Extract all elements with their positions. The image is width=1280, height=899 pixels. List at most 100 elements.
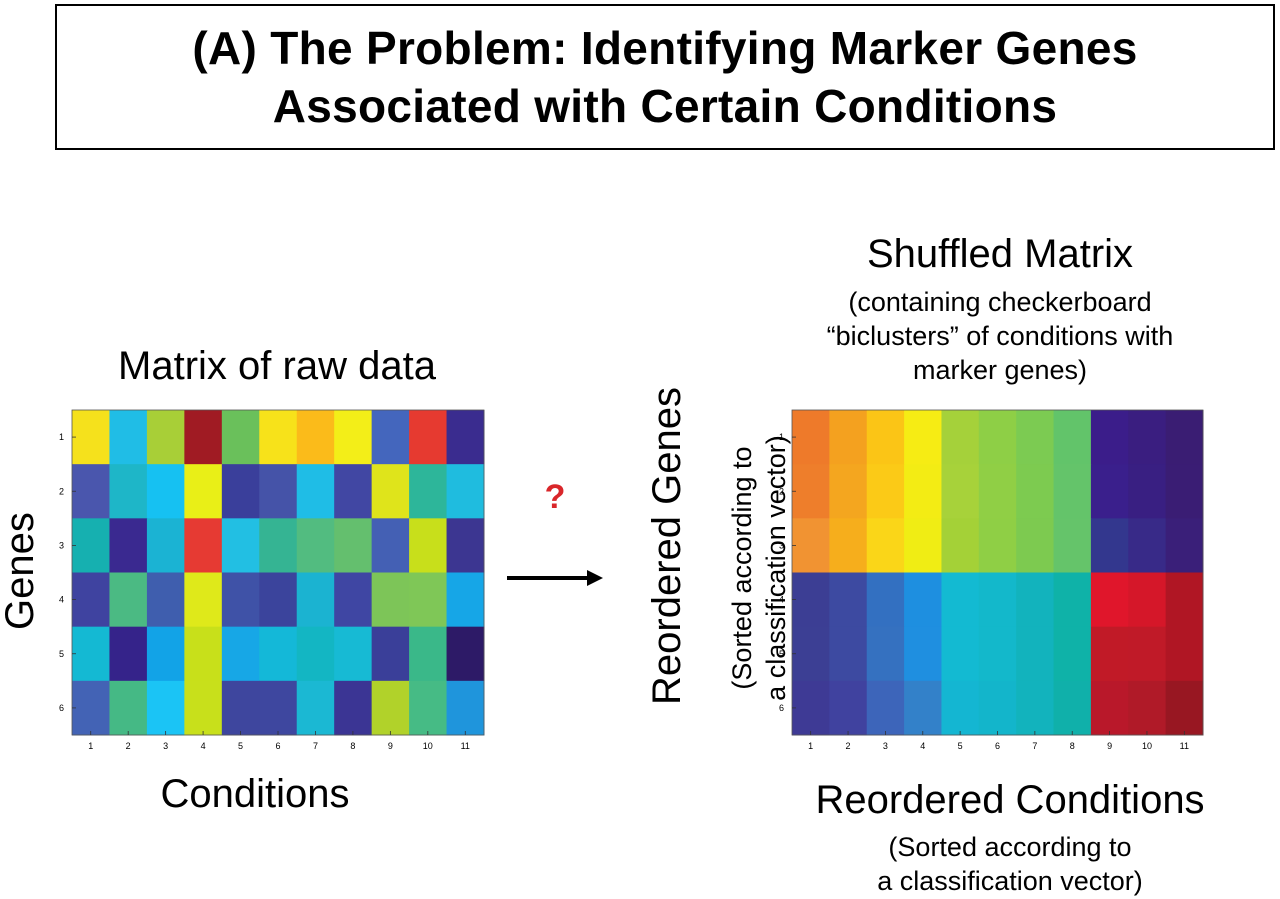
raw-cell-r5-c9 xyxy=(371,626,410,682)
shuffled-cell-r4-c6 xyxy=(978,572,1017,628)
raw-cell-r1-c9 xyxy=(371,410,410,465)
raw-cell-r2-c10 xyxy=(409,464,448,519)
raw-y-tick-label-5: 5 xyxy=(59,649,64,659)
shuffled-x-tick-label-11: 11 xyxy=(1180,741,1189,751)
raw-cell-r5-c11 xyxy=(446,626,485,682)
raw-cell-r5-c7 xyxy=(296,626,335,682)
shuffled-cell-r1-c2 xyxy=(829,410,868,465)
shuffled-matrix-title: Shuffled Matrix xyxy=(866,232,1134,276)
raw-cell-r2-c6 xyxy=(259,464,298,519)
shuffled-cell-r6-c9 xyxy=(1090,680,1129,736)
raw-cell-r2-c9 xyxy=(371,464,410,519)
shuffled-x-tick-label-7: 7 xyxy=(1032,741,1037,751)
raw-cell-r6-c3 xyxy=(146,680,185,736)
shuffled-cell-r1-c8 xyxy=(1053,410,1092,465)
raw-x-tick-label-8: 8 xyxy=(350,741,355,751)
raw-cell-r6-c2 xyxy=(109,680,148,736)
shuffled-cell-r2-c2 xyxy=(829,464,868,519)
raw-cell-r2-c8 xyxy=(334,464,373,519)
raw-cell-r4-c7 xyxy=(296,572,335,628)
raw-cell-r2-c5 xyxy=(221,464,260,519)
shuffled-x-tick-label-6: 6 xyxy=(995,741,1000,751)
shuffled-cell-r6-c6 xyxy=(978,680,1017,736)
shuffled-cell-r3-c2 xyxy=(829,518,868,573)
raw-cell-r2-c7 xyxy=(296,464,335,519)
raw-cell-r4-c11 xyxy=(446,572,485,628)
shuffled-cell-r4-c9 xyxy=(1090,572,1129,628)
shuffled-cell-r6-c4 xyxy=(904,680,942,736)
raw-cell-r4-c9 xyxy=(371,572,410,628)
raw-cell-r4-c1 xyxy=(72,572,110,628)
raw-cell-r5-c1 xyxy=(72,626,110,682)
shuffled-cell-r6-c3 xyxy=(866,680,905,736)
raw-y-tick-label-2: 2 xyxy=(59,486,64,496)
raw-y-tick-label-3: 3 xyxy=(59,540,64,550)
raw-cell-r6-c7 xyxy=(296,680,335,736)
raw-cell-r1-c10 xyxy=(409,410,448,465)
shuffled-cell-r3-c11 xyxy=(1165,518,1204,573)
raw-cell-r4-c10 xyxy=(409,572,448,628)
shuffled-cell-r4-c10 xyxy=(1128,572,1167,628)
raw-cell-r3-c11 xyxy=(446,518,485,573)
shuffled-x-tick-label-1: 1 xyxy=(808,741,813,751)
shuffled-subtitle-line-3: marker genes) xyxy=(912,355,1088,385)
shuffled-cell-r4-c11 xyxy=(1165,572,1204,628)
raw-cell-r5-c5 xyxy=(221,626,260,682)
shuffled-cell-r5-c7 xyxy=(1016,626,1055,682)
raw-cell-r2-c1 xyxy=(72,464,110,519)
shuffled-cell-r4-c2 xyxy=(829,572,868,628)
reordered-conditions-sub-line-1: (Sorted according to xyxy=(888,832,1132,862)
raw-cell-r6-c1 xyxy=(72,680,110,736)
shuffled-cell-r4-c1 xyxy=(792,572,830,628)
raw-cell-r3-c9 xyxy=(371,518,410,573)
raw-y-tick-label-6: 6 xyxy=(59,703,64,713)
shuffled-cell-r2-c10 xyxy=(1128,464,1167,519)
shuffled-cell-r1-c4 xyxy=(904,410,942,465)
shuffled-cell-r2-c6 xyxy=(978,464,1017,519)
shuffled-x-tick-label-2: 2 xyxy=(846,741,851,751)
shuffled-cell-r5-c3 xyxy=(866,626,905,682)
right-arrow-icon xyxy=(507,570,603,586)
raw-x-tick-label-10: 10 xyxy=(423,741,433,751)
shuffled-cell-r5-c4 xyxy=(904,626,942,682)
page-title-line-2: Associated with Certain Conditions xyxy=(272,80,1058,132)
shuffled-cell-r1-c6 xyxy=(978,410,1017,465)
raw-x-tick-label-9: 9 xyxy=(388,741,393,751)
shuffled-y-tick-label-3: 3 xyxy=(779,540,784,550)
raw-cell-r1-c7 xyxy=(296,410,335,465)
shuffled-x-tick-label-8: 8 xyxy=(1070,741,1075,751)
shuffled-cell-r2-c1 xyxy=(792,464,830,519)
raw-x-tick-label-4: 4 xyxy=(201,741,206,751)
raw-x-tick-label-7: 7 xyxy=(313,741,318,751)
raw-x-tick-label-5: 5 xyxy=(238,741,243,751)
shuffled-cell-r3-c4 xyxy=(904,518,942,573)
shuffled-y-tick-label-2: 2 xyxy=(779,486,784,496)
shuffled-subtitle-line-1: (containing checkerboard xyxy=(848,287,1152,317)
raw-x-tick-label-1: 1 xyxy=(88,741,93,751)
raw-cell-r2-c2 xyxy=(109,464,148,519)
raw-y-tick-label-1: 1 xyxy=(59,432,64,442)
shuffled-cell-r1-c10 xyxy=(1128,410,1167,465)
shuffled-cell-r5-c9 xyxy=(1090,626,1129,682)
shuffled-cell-r1-c1 xyxy=(792,410,830,465)
raw-cell-r2-c11 xyxy=(446,464,485,519)
raw-cell-r1-c4 xyxy=(184,410,223,465)
shuffled-cell-r3-c6 xyxy=(978,518,1017,573)
raw-cell-r3-c5 xyxy=(221,518,260,573)
raw-y-tick-label-4: 4 xyxy=(59,595,64,605)
raw-cell-r5-c3 xyxy=(146,626,185,682)
raw-cell-r4-c2 xyxy=(109,572,148,628)
raw-x-tick-label-6: 6 xyxy=(275,741,280,751)
shuffled-cell-r2-c4 xyxy=(904,464,942,519)
shuffled-cell-r3-c3 xyxy=(866,518,905,573)
shuffled-y-tick-label-6: 6 xyxy=(779,703,784,713)
raw-x-tick-label-11: 11 xyxy=(461,741,470,751)
shuffled-cell-r5-c2 xyxy=(829,626,868,682)
raw-cell-r3-c1 xyxy=(72,518,110,573)
shuffled-cell-r4-c3 xyxy=(866,572,905,628)
raw-cell-r6-c8 xyxy=(334,680,373,736)
shuffled-cell-r5-c6 xyxy=(978,626,1017,682)
raw-cell-r4-c4 xyxy=(184,572,223,628)
shuffled-cell-r1-c9 xyxy=(1090,410,1129,465)
